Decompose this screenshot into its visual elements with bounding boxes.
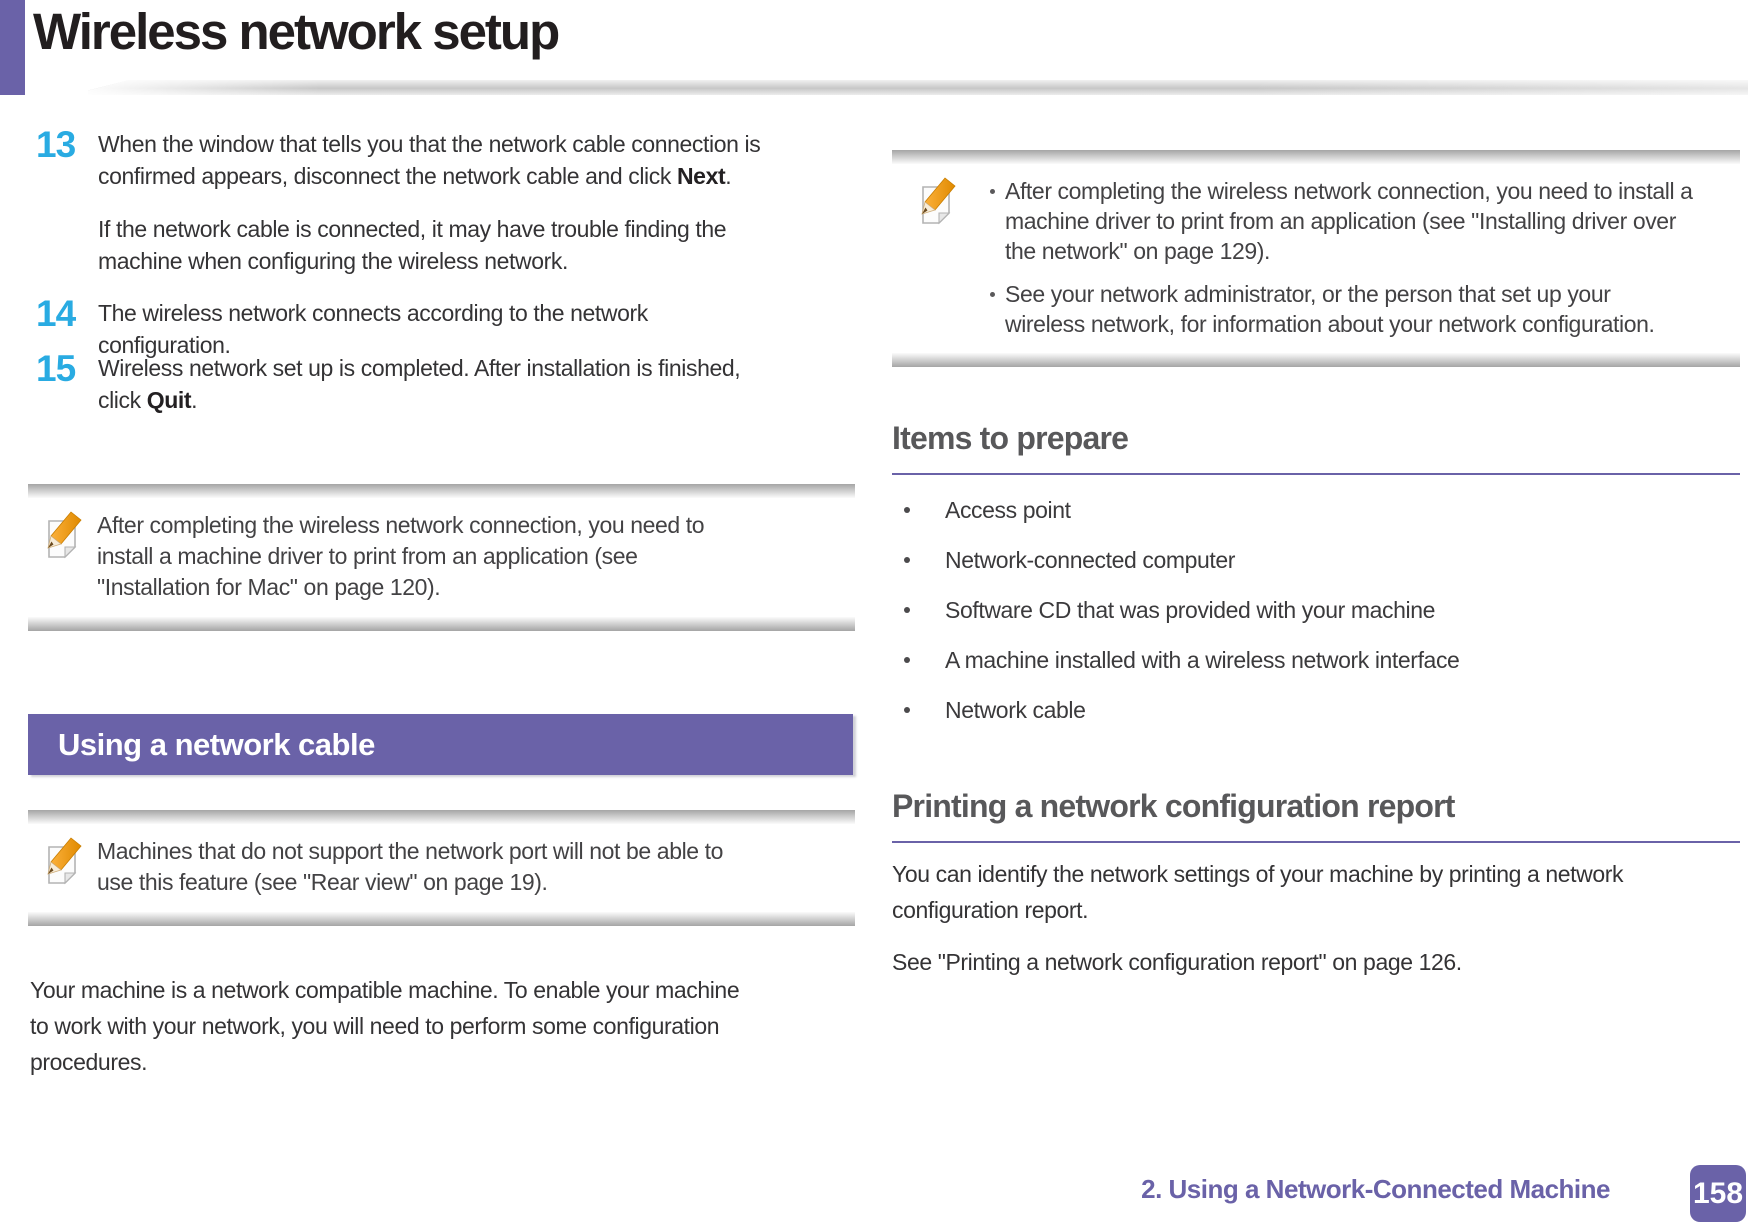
bullet-dot: [990, 189, 995, 194]
step-number: 14: [36, 293, 76, 334]
bullet-dot: [904, 507, 910, 513]
note-text: Machines that do not support the network…: [97, 838, 724, 895]
step-text: The wireless network connects according …: [98, 297, 768, 361]
note-pencil-icon: [44, 510, 86, 603]
list-item: Access point: [892, 496, 1740, 524]
step-sub-paragraph: If the network cable is connected, it ma…: [98, 216, 727, 274]
note-bottom-border: [28, 912, 855, 926]
items-to-prepare-heading: Items to prepare: [892, 420, 1740, 475]
note-bottom-border: [28, 617, 855, 631]
bullet-dot: [904, 607, 910, 613]
list-item: Network-connected computer: [892, 546, 1740, 574]
step-text-after: .: [725, 163, 732, 189]
printing-report-heading: Printing a network configuration report: [892, 788, 1740, 843]
bullet-dot: [904, 557, 910, 563]
chapter-accent-bar: [0, 0, 25, 95]
body-paragraph: See "Printing a network configuration re…: [892, 949, 1462, 975]
note-bullet-text: After completing the wireless network co…: [1005, 178, 1693, 264]
step-text-bold: Quit: [146, 387, 192, 413]
note-bullet: See your network administrator, or the p…: [990, 279, 1695, 339]
step-text-bold: Next: [676, 163, 726, 189]
note-text: After completing the wireless network co…: [97, 512, 705, 600]
bullet-dot: [990, 292, 995, 297]
note-bullet: After completing the wireless network co…: [990, 176, 1695, 266]
list-item: Network cable: [892, 696, 1740, 724]
step-14: 14 The wireless network connects accordi…: [28, 293, 768, 361]
list-item-label: Network-connected computer: [945, 547, 1236, 573]
step-15: 15 Wireless network set up is completed.…: [28, 348, 768, 416]
body-paragraph: Your machine is a network compatible mac…: [30, 977, 740, 1075]
note-bullet-text: See your network administrator, or the p…: [1005, 281, 1655, 337]
note-pencil-icon: [918, 176, 960, 339]
list-item: Software CD that was provided with your …: [892, 596, 1740, 624]
step-text-before: When the window that tells you that the …: [98, 131, 761, 189]
footer-chapter-label: 2. Using a Network-Connected Machine: [1141, 1174, 1610, 1204]
items-bullet-list: Access point Network-connected computer …: [892, 496, 1740, 746]
header-gradient-strip: [88, 80, 1748, 95]
note-box: After completing the wireless network co…: [28, 484, 855, 631]
list-item-label: Access point: [945, 497, 1071, 523]
step-text-before: Wireless network set up is completed. Af…: [98, 355, 741, 413]
note-top-border: [28, 484, 855, 498]
note-pencil-icon: [44, 836, 86, 898]
step-text-after: .: [191, 387, 198, 413]
step-number: 15: [36, 348, 76, 389]
step-text-before: The wireless network connects according …: [98, 300, 648, 358]
note-top-border: [892, 150, 1740, 164]
right-column: After completing the wireless network co…: [892, 0, 1740, 1226]
note-bottom-border: [892, 353, 1740, 367]
body-paragraph: You can identify the network settings of…: [892, 861, 1624, 923]
step-13: 13 When the window that tells you that t…: [28, 124, 768, 277]
step-text: Wireless network set up is completed. Af…: [98, 352, 768, 416]
list-item-label: A machine installed with a wireless netw…: [945, 647, 1460, 673]
list-item-label: Network cable: [945, 697, 1086, 723]
step-text: When the window that tells you that the …: [98, 128, 768, 277]
note-box: After completing the wireless network co…: [892, 150, 1740, 367]
bullet-dot: [904, 707, 910, 713]
note-bullet-list: After completing the wireless network co…: [990, 176, 1695, 339]
bullet-dot: [904, 657, 910, 663]
step-number: 13: [36, 124, 76, 165]
note-box: Machines that do not support the network…: [28, 810, 855, 926]
page-title: Wireless network setup: [33, 3, 560, 60]
page-number-badge: 158: [1690, 1165, 1746, 1222]
list-item-label: Software CD that was provided with your …: [945, 597, 1435, 623]
list-item: A machine installed with a wireless netw…: [892, 646, 1740, 674]
note-top-border: [28, 810, 855, 824]
section-banner-using-network-cable: Using a network cable: [28, 714, 853, 775]
left-column: 13 When the window that tells you that t…: [28, 0, 855, 1226]
